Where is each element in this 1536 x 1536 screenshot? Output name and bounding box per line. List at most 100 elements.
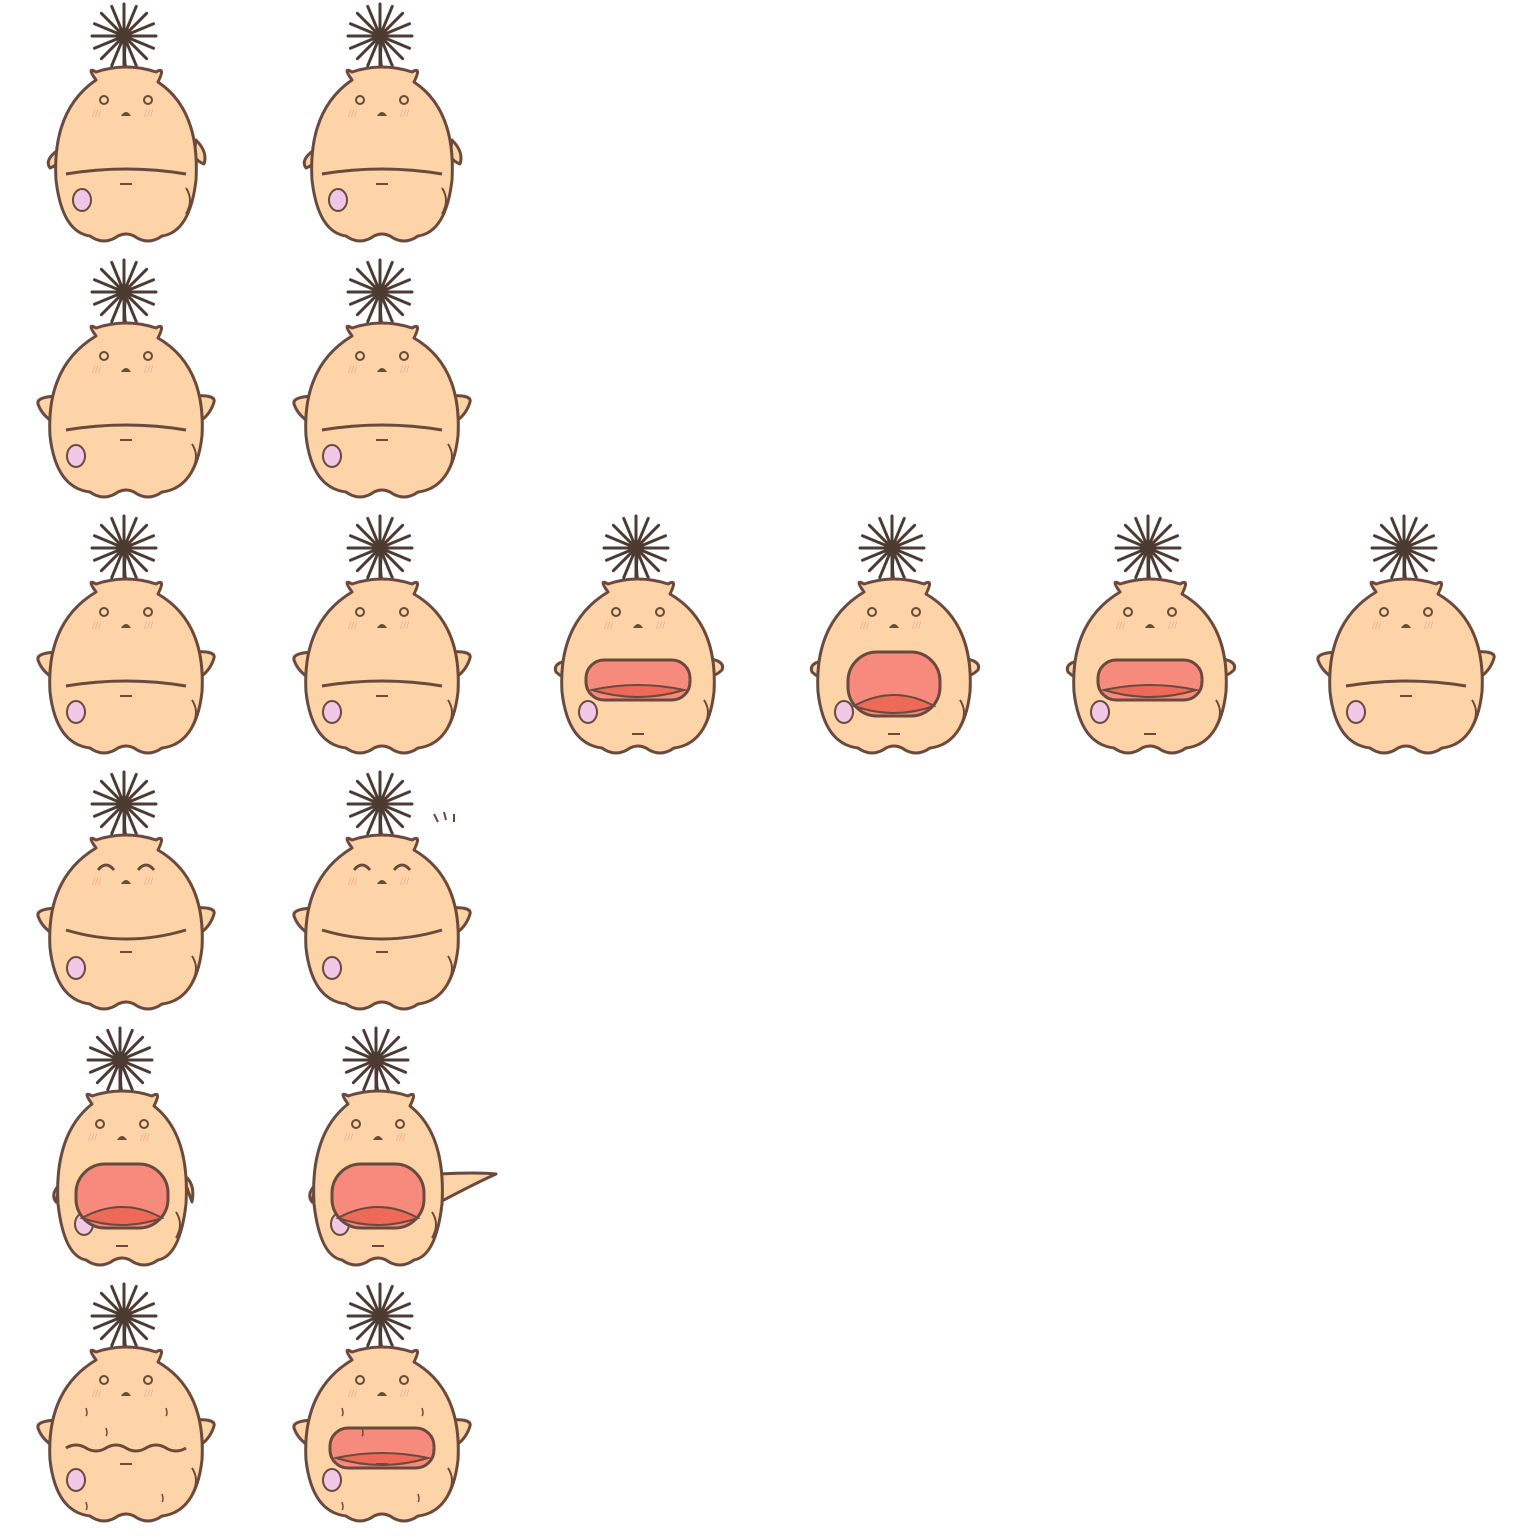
left-paw [322, 700, 342, 724]
right-paw [447, 443, 453, 471]
nose [121, 368, 131, 372]
right-eye [399, 607, 409, 617]
left-blush: /// [88, 1133, 98, 1143]
left-paw [1346, 700, 1366, 724]
left-blush: /// [92, 1389, 102, 1399]
left-eye [355, 1375, 365, 1385]
left-paw [66, 956, 86, 980]
left-blush: /// [92, 365, 102, 375]
right-eye [136, 863, 156, 871]
right-eye [399, 95, 409, 105]
left-paw [578, 700, 598, 724]
sprite-frame: /// /// [0, 0, 256, 256]
left-blush: /// [92, 621, 102, 631]
left-blush: /// [1372, 621, 1382, 631]
left-eye [355, 95, 365, 105]
character: ////// [36, 770, 216, 1011]
sprite-frame: ////// [1024, 512, 1280, 768]
sprout-burst-icon [90, 258, 158, 326]
nose [889, 624, 899, 628]
left-eye [95, 1119, 105, 1129]
character: ////// [36, 258, 216, 499]
body [48, 577, 204, 755]
nose [377, 1392, 387, 1396]
right-blush: /// [144, 1389, 154, 1399]
left-paw [66, 444, 86, 468]
left-blush: /// [344, 1133, 354, 1143]
left-paw [834, 700, 854, 724]
character: /// /// [52, 1026, 195, 1267]
body [48, 1345, 204, 1523]
right-paw [447, 955, 453, 983]
character: ////// [292, 514, 472, 755]
nose [633, 624, 643, 628]
sprite-frame: /// /// [0, 1280, 256, 1536]
left-blush: /// [348, 877, 358, 887]
left-paw [322, 956, 342, 980]
left-blush: /// [92, 109, 102, 119]
sweat-drops-icon [85, 1407, 168, 1511]
left-blush: /// [348, 1389, 358, 1399]
character: /// /// [36, 1282, 216, 1523]
right-eye [143, 95, 153, 105]
character: /// /// [292, 258, 472, 499]
left-eye [352, 863, 372, 871]
right-eye [139, 1119, 149, 1129]
left-eye [99, 607, 109, 617]
nose [121, 624, 131, 628]
left-blush: /// [604, 621, 614, 631]
left-paw [328, 188, 348, 212]
left-paw [66, 700, 86, 724]
right-blush: /// [144, 621, 154, 631]
mouth-wavy [65, 1443, 187, 1453]
character: /// /// [36, 514, 216, 755]
sprout-burst-icon [342, 1026, 410, 1094]
sprout-burst-icon [346, 770, 414, 838]
tongue [1100, 684, 1200, 698]
sprite-frame: ////// [256, 768, 512, 1024]
left-paw [66, 1468, 86, 1492]
left-paw [322, 444, 342, 468]
right-paw [191, 1467, 197, 1495]
left-blush: /// [348, 365, 358, 375]
right-eye [399, 351, 409, 361]
character: ////// [809, 514, 981, 755]
left-eye [1379, 607, 1389, 617]
left-eye [351, 1119, 361, 1129]
sprout-burst-icon [90, 1282, 158, 1350]
sparkle-icon [433, 811, 455, 823]
body [304, 833, 460, 1011]
sprite-frame: /// /// [0, 1024, 256, 1280]
left-blush: /// [860, 621, 870, 631]
mouth-line [65, 423, 187, 432]
right-paw [185, 187, 191, 215]
right-paw [191, 443, 197, 471]
body [304, 321, 460, 499]
sprite-frame: /// /// [256, 256, 512, 512]
character: /// /// [46, 2, 207, 243]
sprite-frame: ////// [0, 256, 256, 512]
left-eye [99, 95, 109, 105]
left-blush: /// [348, 109, 358, 119]
character: ////// [302, 2, 463, 243]
right-paw [441, 187, 447, 215]
left-eye [355, 607, 365, 617]
nose [377, 880, 387, 884]
character: ////// [292, 1282, 472, 1523]
left-eye [99, 351, 109, 361]
right-paw [191, 699, 197, 727]
right-blush: /// [140, 1133, 150, 1143]
body [304, 577, 460, 755]
right-blush: /// [400, 365, 410, 375]
tongue [335, 1206, 421, 1226]
sprout-burst-icon [1370, 514, 1438, 582]
right-eye [655, 607, 665, 617]
character: ////// [553, 514, 725, 755]
character: ////// [1065, 514, 1237, 755]
right-eye [143, 351, 153, 361]
nose [117, 1136, 127, 1140]
sweat-drops-icon [341, 1407, 424, 1511]
right-blush: /// [144, 109, 154, 119]
left-eye [355, 351, 365, 361]
